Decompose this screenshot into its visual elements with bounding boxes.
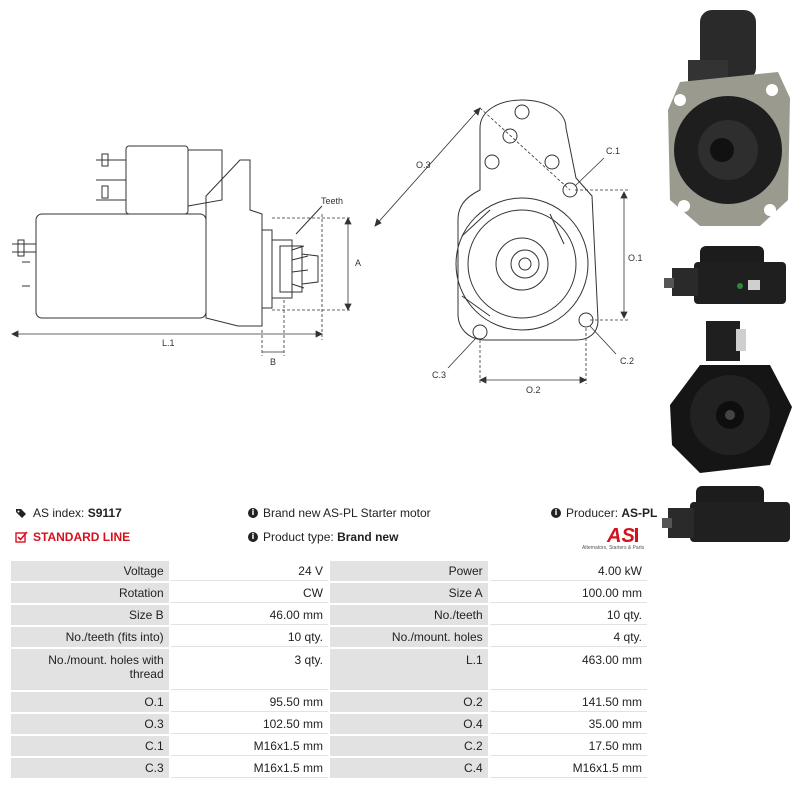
spec-value: 4 qty. (489, 627, 647, 647)
label-b: B (270, 357, 276, 367)
as-index-label: AS index: (33, 506, 85, 520)
producer-value: AS-PL (621, 506, 658, 520)
spec-key: Power (329, 561, 488, 581)
spec-value: 4.00 kW (489, 561, 647, 581)
label-l1: L.1 (162, 338, 175, 348)
as-pl-logo: AS (606, 525, 638, 547)
spec-key: C.2 (329, 736, 488, 756)
product-type-label: Product type: (263, 530, 334, 544)
as-index-value: S9117 (87, 506, 122, 520)
info-icon: i (248, 532, 258, 542)
spec-key: Size A (329, 583, 488, 603)
product-photo-top-view (662, 486, 790, 542)
label-a: A (355, 258, 361, 268)
spec-key: O.4 (329, 714, 488, 734)
checkbox-checked-icon (15, 531, 28, 543)
label-c3: C.3 (432, 370, 446, 380)
spec-value: M16x1.5 mm (170, 736, 328, 756)
spec-key: C.4 (329, 758, 488, 778)
label-c1: C.1 (606, 146, 620, 156)
tags-icon (16, 508, 26, 518)
spec-row: No./teeth (fits into)10 qty.No./mount. h… (11, 627, 647, 647)
spec-value: 102.50 mm (170, 714, 328, 734)
spec-value: 46.00 mm (170, 605, 328, 625)
spec-value: 35.00 mm (489, 714, 647, 734)
spec-key: O.3 (11, 714, 169, 734)
flange-outline (457, 99, 599, 341)
logo-text: AS (606, 525, 635, 547)
logo-tagline: Alternators, Starters & Parts (582, 545, 645, 551)
spec-value: 463.00 mm (489, 649, 647, 690)
product-type-value: Brand new (337, 530, 399, 544)
spec-value: 24 V (170, 561, 328, 581)
spec-value: 3 qty. (170, 649, 328, 690)
spec-key: Size B (11, 605, 169, 625)
label-o1: O.1 (628, 253, 643, 263)
info-icon: i (551, 508, 561, 518)
solenoid-outline (125, 145, 189, 215)
spec-key: O.2 (329, 692, 488, 712)
standard-line: STANDARD LINE (15, 530, 130, 544)
spec-value: 10 qty. (489, 605, 647, 625)
as-index: AS index: S9117 (15, 506, 122, 520)
spec-value: 17.50 mm (489, 736, 647, 756)
spec-key: Voltage (11, 561, 169, 581)
spec-value: M16x1.5 mm (170, 758, 328, 778)
spec-key: O.1 (11, 692, 169, 712)
product-photo-flange-view (668, 10, 790, 226)
spec-value: CW (170, 583, 328, 603)
label-o3: O.3 (416, 160, 431, 170)
spec-key: C.3 (11, 758, 169, 778)
product-type: i Product type: Brand new (248, 530, 398, 544)
spec-value: 95.50 mm (170, 692, 328, 712)
spec-key: Rotation (11, 583, 169, 603)
technical-drawing: Teeth A L.1 B O.3 C.1 O.1 C.3 C.2 O.2 (11, 99, 643, 395)
standard-line-label: STANDARD LINE (33, 530, 131, 544)
description-text: Brand new AS-PL Starter motor (263, 506, 431, 520)
spec-key: L.1 (329, 649, 488, 690)
spec-key: No./mount. holes (329, 627, 488, 647)
label-c2: C.2 (620, 356, 634, 366)
spec-key: No./mount. holes with thread (11, 649, 169, 690)
label-teeth: Teeth (321, 196, 343, 206)
product-photo-side-view (664, 246, 786, 304)
info-icon: i (248, 508, 258, 518)
spec-value: 141.50 mm (489, 692, 647, 712)
product-photo-drive-end (670, 321, 792, 473)
producer: i Producer: AS-PL (551, 506, 657, 520)
label-o2: O.2 (526, 385, 541, 395)
spec-value: M16x1.5 mm (489, 758, 647, 778)
spec-key: No./teeth (fits into) (11, 627, 169, 647)
motor-body-outline (35, 213, 207, 319)
producer-label: Producer: (566, 506, 619, 520)
spec-value: 100.00 mm (489, 583, 647, 603)
product-description: i Brand new AS-PL Starter motor (248, 506, 431, 520)
spec-value: 10 qty. (170, 627, 328, 647)
spec-key: No./teeth (329, 605, 488, 625)
spec-key: C.1 (11, 736, 169, 756)
